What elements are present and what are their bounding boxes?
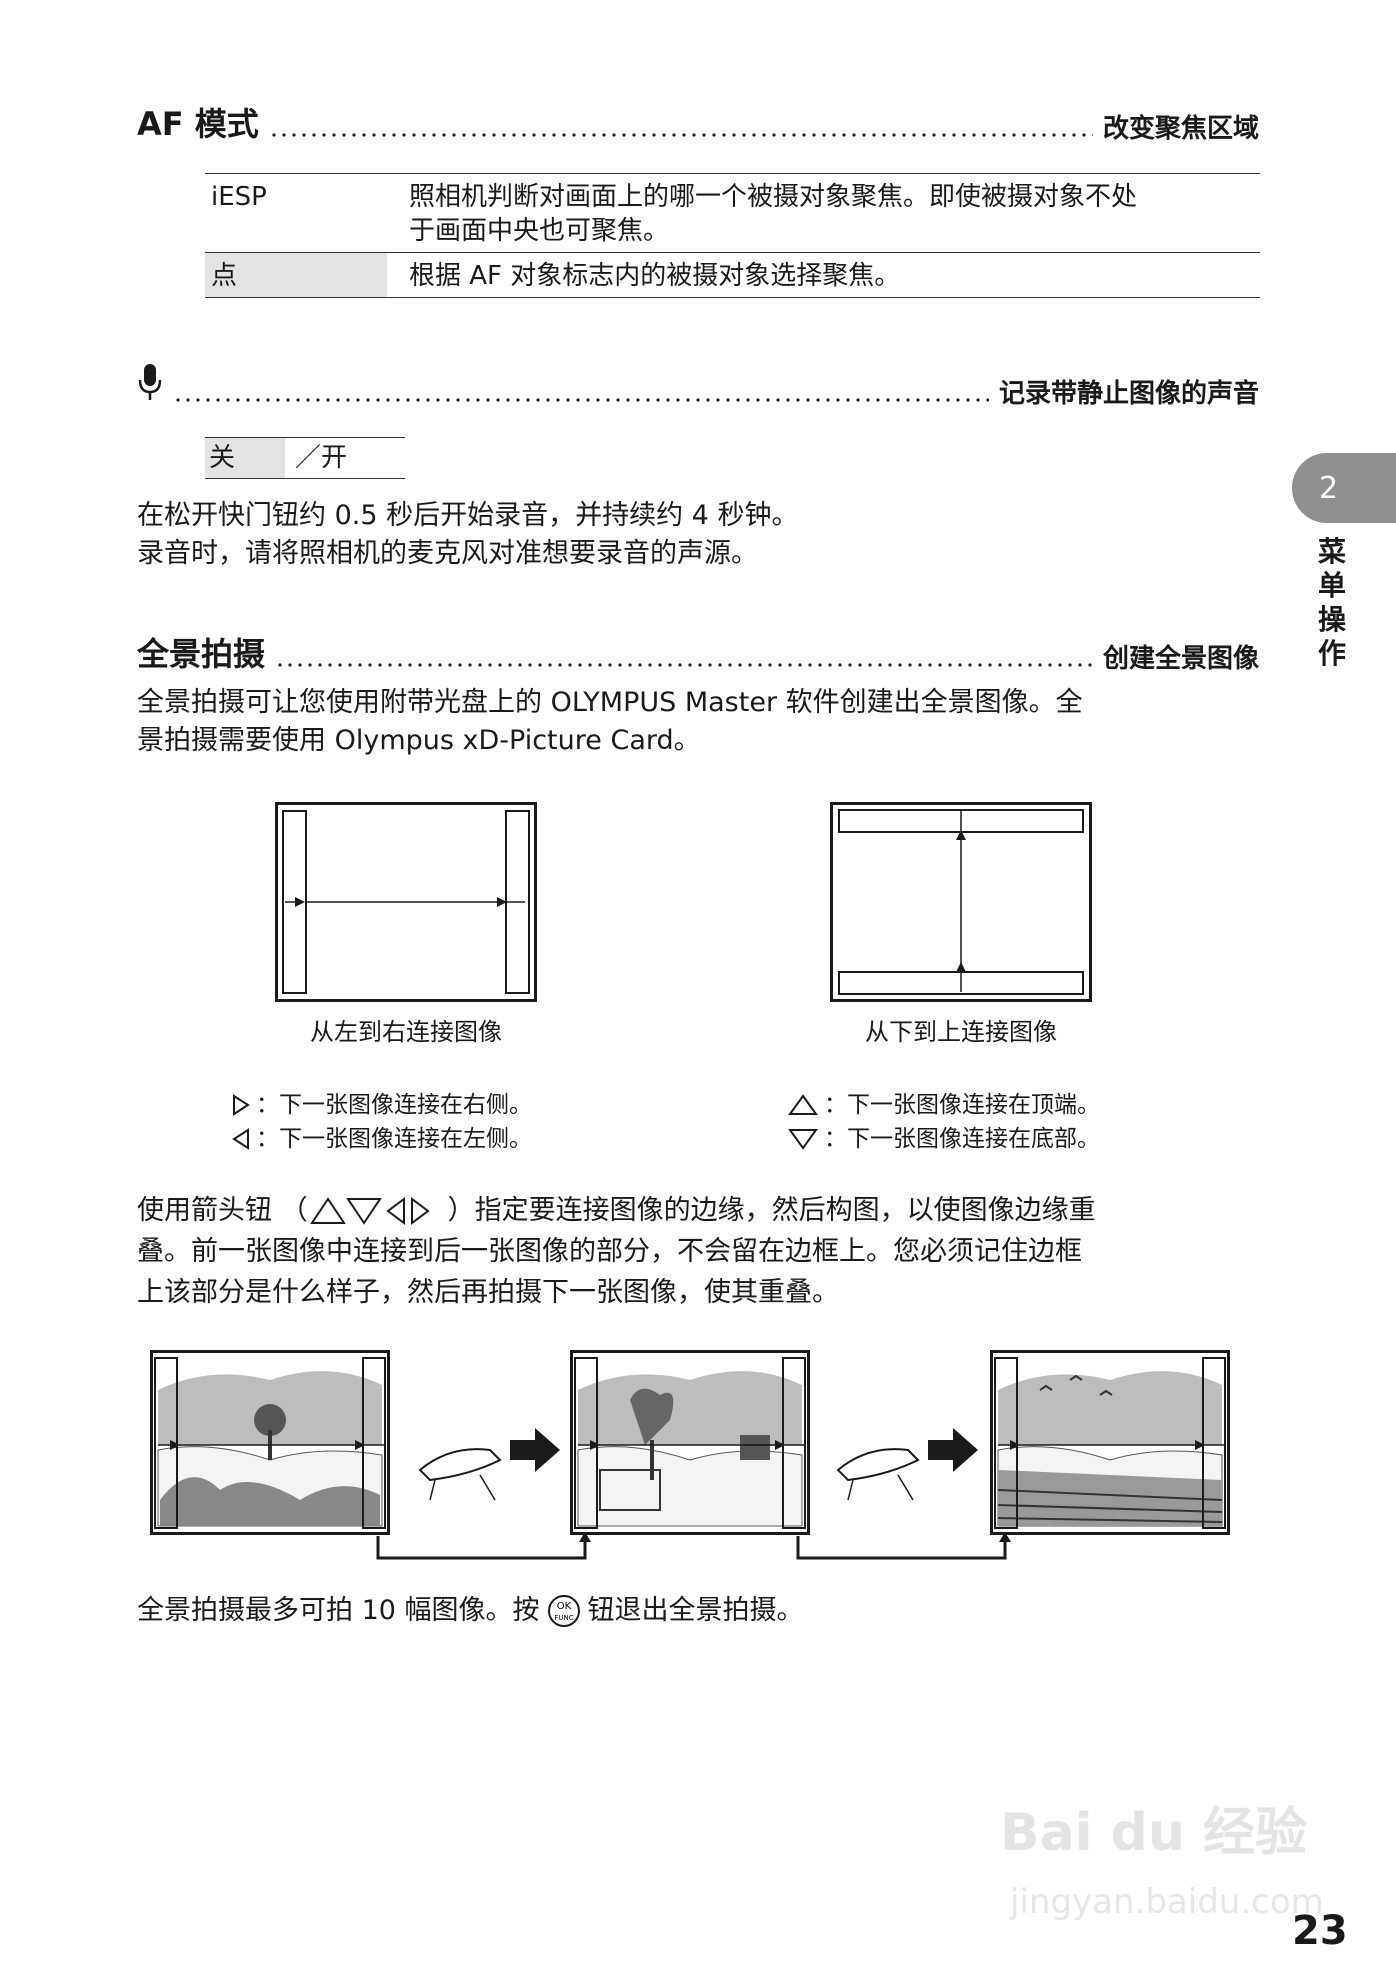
sound-description: 在松开快门钮约 0.5 秒后开始录音，并持续约 4 秒钟。 录音时，请将照相机的…	[137, 497, 1262, 573]
legend-item: ：下一张图像连接在右侧。	[232, 1088, 532, 1122]
next-arrow-icon	[510, 1428, 560, 1472]
legend-text: ：下一张图像连接在右侧。	[256, 1092, 532, 1118]
chapter-tab: 2	[1292, 453, 1396, 523]
sound-purpose: 记录带静止图像的声音	[998, 379, 1259, 409]
option-on: ／开	[295, 443, 348, 473]
af-mode-table: iESP 照相机判断对画面上的哪一个被摄对象聚焦。即使被摄对象不处 于画面中央也…	[205, 173, 1260, 298]
sound-options: 关 ／开	[205, 437, 405, 479]
panorama-frame-2	[570, 1350, 810, 1535]
paragraph-line: 使用箭头钮 （ ）指定要连接图像的边缘，然后构图，以使图像边缘重	[137, 1190, 1262, 1231]
paragraph-line: 全景拍摄最多可拍 10 幅图像。按 OK FUNC 钮退出全景拍摄。	[137, 1592, 1262, 1630]
bottom-to-top-frame-diagram	[830, 802, 1092, 1002]
legend-item: ：下一张图像连接在底部。	[788, 1122, 1100, 1156]
up-arrow-icon	[788, 1094, 818, 1115]
desc-line: 于画面中央也可聚焦。	[409, 216, 670, 246]
overlap-connector	[796, 1536, 1007, 1560]
bottom-to-top-caption: 从下到上连接图像	[865, 1018, 1057, 1046]
leader-dots	[173, 398, 989, 402]
overlap-connector	[376, 1536, 587, 1560]
baidu-watermark-url: jingyan.baidu.com	[1010, 1882, 1324, 1922]
text-fragment: 使用箭头钮 （	[137, 1195, 308, 1226]
legend-left: ：下一张图像连接在右侧。 ：下一张图像连接在左侧。	[232, 1088, 532, 1156]
right-arrow-icon	[233, 1094, 250, 1116]
paragraph-line: 全景拍摄可让您使用附带光盘上的 OLYMPUS Master 软件创建出全景图像…	[137, 687, 1083, 718]
hand-pressing-shutter-icon	[836, 1448, 920, 1501]
legend-item: ：下一张图像连接在左侧。	[232, 1122, 532, 1156]
option-description: 根据 AF 对象标志内的被摄对象选择聚焦。	[387, 253, 910, 297]
legend-text: ：下一张图像连接在底部。	[824, 1126, 1100, 1152]
desc-line: 照相机判断对画面上的哪一个被摄对象聚焦。即使被摄对象不处	[409, 182, 1138, 212]
leader-dots	[275, 663, 1093, 667]
af-mode-title: AF 模式	[137, 105, 259, 143]
svg-text:FUNC: FUNC	[554, 1614, 573, 1622]
svg-text:OK: OK	[556, 1601, 571, 1612]
legend-right: ：下一张图像连接在顶端。 ：下一张图像连接在底部。	[788, 1088, 1100, 1156]
ok-func-button-icon: OK FUNC	[547, 1595, 580, 1627]
panorama-frame-1	[150, 1350, 390, 1535]
arrow-pad-icons	[309, 1196, 430, 1225]
paragraph-line: 在松开快门钮约 0.5 秒后开始录音，并持续约 4 秒钟。	[137, 500, 799, 531]
chapter-number: 2	[1319, 470, 1339, 506]
table-row: 点 根据 AF 对象标志内的被摄对象选择聚焦。	[205, 252, 1260, 298]
chapter-label: 菜单操作	[1317, 535, 1346, 670]
text-fragment: ）指定要连接图像的边缘，然后构图，以使图像边缘重	[447, 1195, 1096, 1226]
panorama-frame-3	[990, 1350, 1230, 1535]
panorama-heading: 全景拍摄 创建全景图像	[137, 635, 1259, 675]
paragraph-line: 景拍摄需要使用 Olympus xD-Picture Card。	[137, 725, 701, 756]
down-arrow-icon	[788, 1129, 818, 1150]
desc-line: 根据 AF 对象标志内的被摄对象选择聚焦。	[409, 261, 901, 291]
af-mode-heading: AF 模式 改变聚焦区域	[137, 105, 1259, 145]
microphone-icon	[137, 362, 163, 410]
left-to-right-caption: 从左到右连接图像	[310, 1018, 502, 1046]
option-iesp: iESP	[211, 182, 267, 212]
text-fragment: 钮退出全景拍摄。	[587, 1595, 804, 1626]
table-row: iESP 照相机判断对画面上的哪一个被摄对象聚焦。即使被摄对象不处 于画面中央也…	[205, 173, 1260, 252]
hand-pressing-shutter-icon	[418, 1448, 502, 1501]
panorama-title: 全景拍摄	[137, 635, 266, 673]
legend-item: ：下一张图像连接在顶端。	[788, 1088, 1100, 1122]
next-arrow-icon	[928, 1428, 978, 1472]
panorama-limit-text: 全景拍摄最多可拍 10 幅图像。按 OK FUNC 钮退出全景拍摄。	[137, 1592, 1262, 1630]
panorama-intro: 全景拍摄可让您使用附带光盘上的 OLYMPUS Master 软件创建出全景图像…	[137, 684, 1262, 760]
baidu-watermark: Bai du 经验	[1000, 1803, 1307, 1863]
option-off: 关	[205, 438, 285, 478]
af-mode-purpose: 改变聚焦区域	[1102, 114, 1259, 144]
arrow-button-instructions: 使用箭头钮 （ ）指定要连接图像的边缘，然后构图，以使图像边缘重 叠。前一张图像…	[137, 1190, 1262, 1313]
leader-dots	[268, 133, 1093, 137]
page-number: 23	[1292, 1908, 1348, 1954]
legend-text: ：下一张图像连接在顶端。	[824, 1092, 1100, 1118]
paragraph-line: 录音时，请将照相机的麦克风对准想要录音的声源。	[137, 538, 758, 569]
left-arrow-icon	[232, 1128, 249, 1150]
panorama-sequence-illustration	[150, 1350, 1230, 1560]
option-description: 照相机判断对画面上的哪一个被摄对象聚焦。即使被摄对象不处 于画面中央也可聚焦。	[387, 174, 1147, 252]
option-spot: 点	[205, 253, 387, 297]
legend-text: ：下一张图像连接在左侧。	[256, 1126, 532, 1152]
paragraph-line: 上该部分是什么样子，然后再拍摄下一张图像，使其重叠。	[137, 1277, 839, 1308]
panorama-purpose: 创建全景图像	[1102, 644, 1259, 674]
sound-heading: 记录带静止图像的声音	[137, 364, 1259, 410]
left-to-right-frame-diagram	[275, 802, 537, 1002]
paragraph-line: 叠。前一张图像中连接到后一张图像的部分，不会留在边框上。您必须记住边框	[137, 1236, 1082, 1267]
text-fragment: 全景拍摄最多可拍 10 幅图像。按	[137, 1595, 540, 1626]
